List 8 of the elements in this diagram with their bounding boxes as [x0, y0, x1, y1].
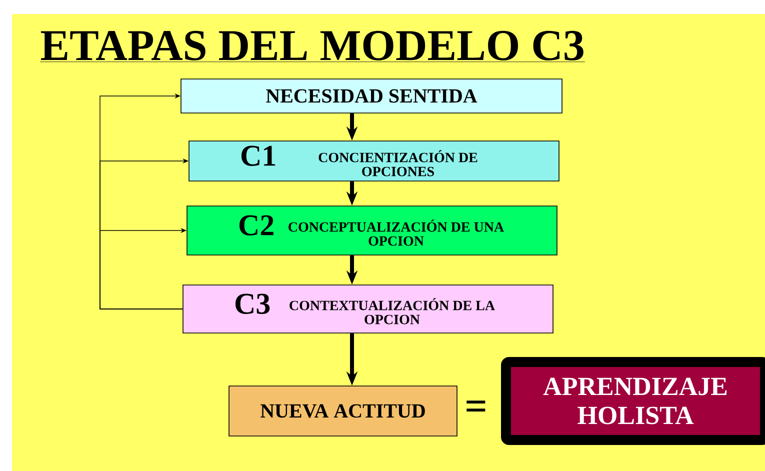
stage-box: C3 CONTEXTUALIZACIÓN DE LA OPCION [182, 284, 554, 334]
stage-box: C2 CONCEPTUALIZACIÓN DE UNA OPCION [186, 206, 558, 256]
result-box: NUEVA ACTITUD [228, 386, 458, 436]
stage-box: C1 CONCIENTIZACIÓN DE OPCIONES [188, 140, 560, 182]
result-box: APRENDIZAJE HOLISTA [501, 357, 765, 445]
process-box: NECESIDAD SENTIDA [180, 78, 562, 114]
equals-sign: = [466, 400, 486, 412]
title: ETAPAS DEL MODELO C3 [40, 30, 586, 62]
